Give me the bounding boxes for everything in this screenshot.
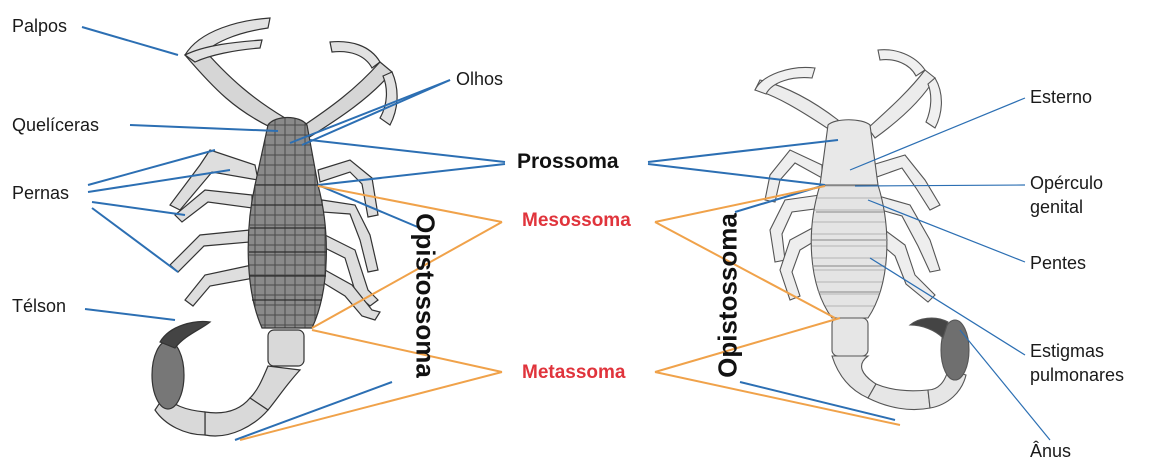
label-operculo-1: Opérculo [1030, 172, 1103, 194]
right-scorpion-ventral [755, 50, 969, 410]
leader-pernas-2 [88, 170, 230, 192]
label-mesossoma: Mesossoma [522, 210, 631, 232]
leader-palpos [82, 27, 178, 55]
label-opistossoma-left: Opistossoma [410, 211, 441, 381]
left-scorpion-dorsal [152, 18, 397, 436]
label-esterno: Esterno [1030, 86, 1092, 108]
label-queliceras: Quelíceras [12, 114, 99, 136]
leader-prossoma-l1 [310, 140, 505, 162]
leader-prossoma-r2 [648, 164, 825, 185]
label-pernas: Pernas [12, 182, 69, 204]
leader-pernas-4 [92, 208, 178, 272]
leader-operculo [855, 185, 1025, 186]
label-telson: Télson [12, 295, 66, 317]
label-olhos: Olhos [456, 68, 503, 90]
label-palpos: Palpos [12, 15, 67, 37]
label-operculo-2: genital [1030, 196, 1083, 218]
label-pentes: Pentes [1030, 252, 1086, 274]
label-prossoma: Prossoma [517, 150, 619, 174]
label-anus: Ânus [1030, 440, 1071, 462]
leader-queliceras [130, 125, 278, 131]
leader-telson [85, 309, 175, 320]
label-estigmas-2: pulmonares [1030, 364, 1124, 386]
label-estigmas-1: Estigmas [1030, 340, 1104, 362]
label-opistossoma-right: Opistossoma [713, 211, 744, 381]
label-metassoma: Metassoma [522, 362, 626, 384]
